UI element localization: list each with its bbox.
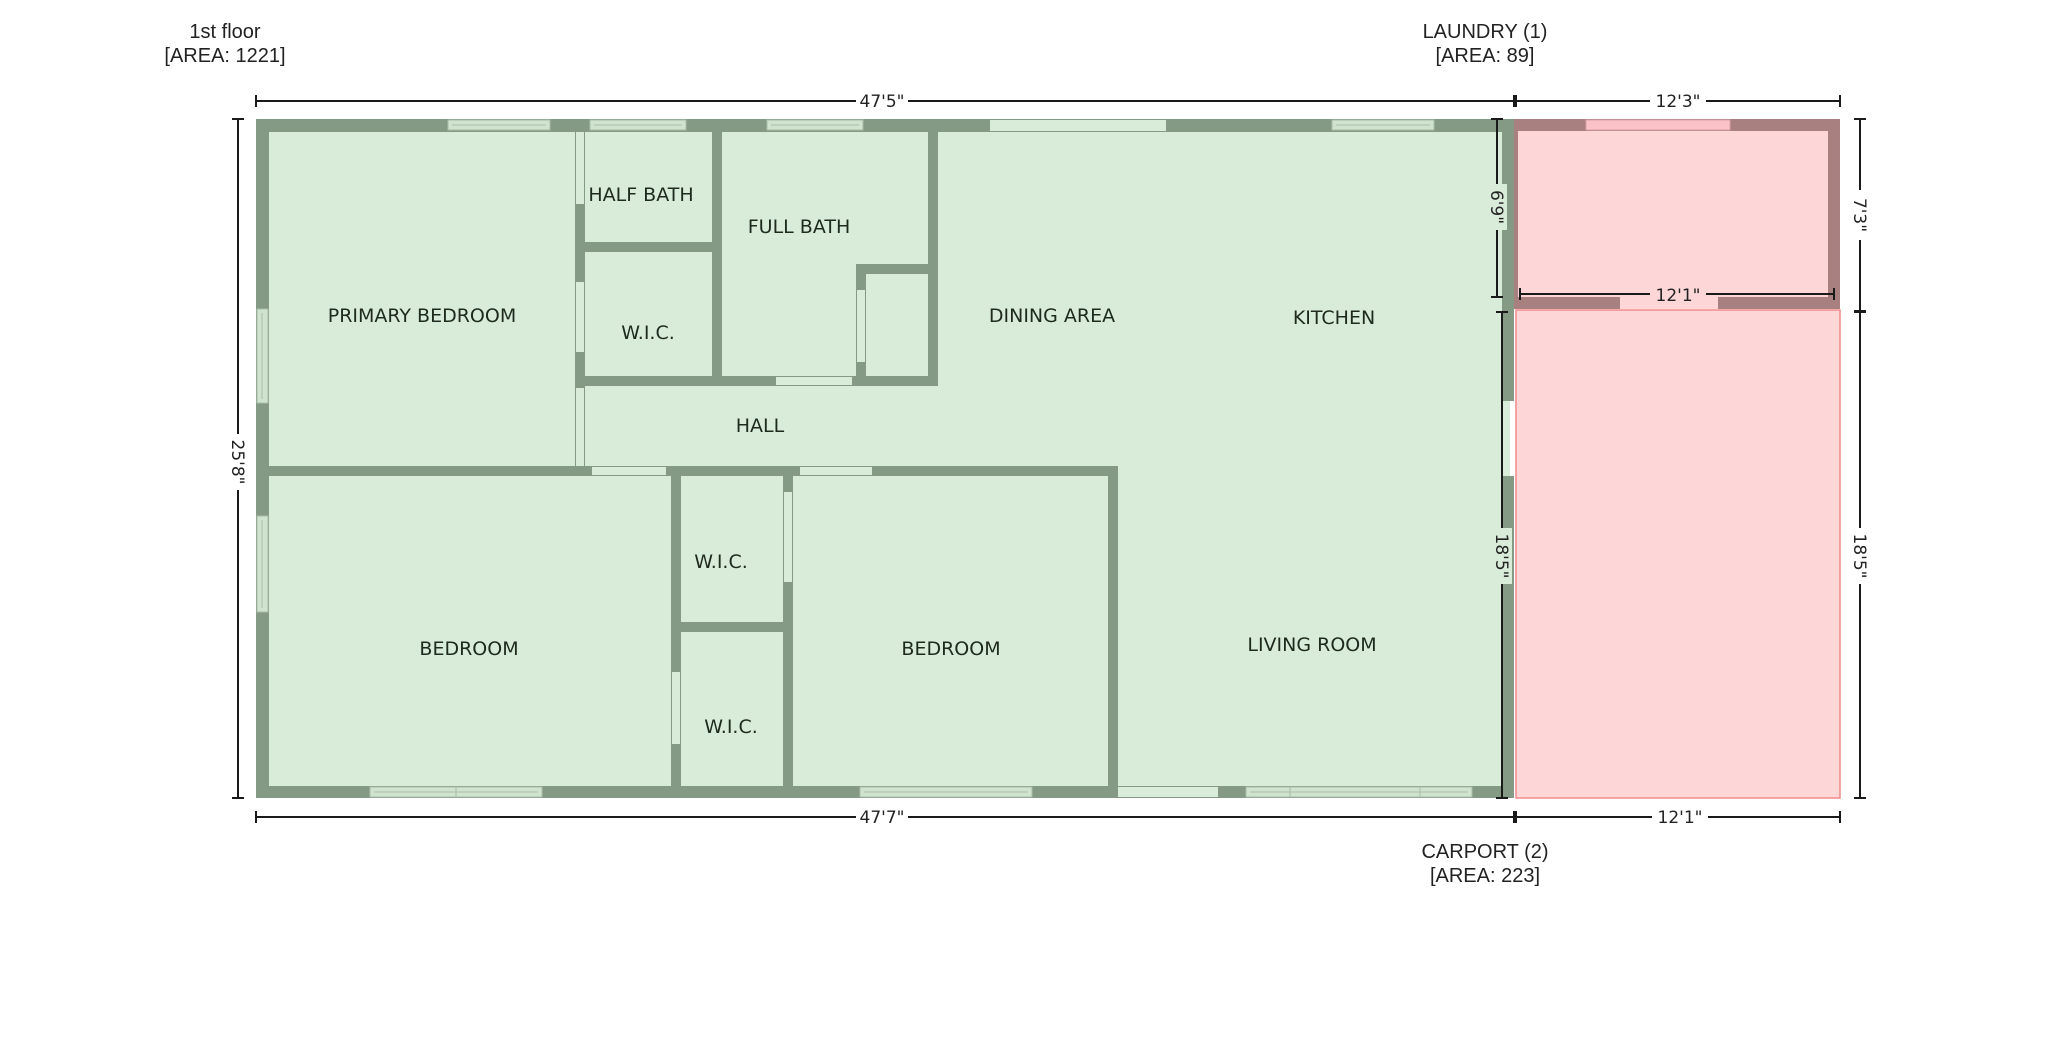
floor-area: [AREA: 1221] (164, 45, 286, 67)
dimension-text-bg (227, 90, 1871, 828)
room-full-bath: FULL BATH (748, 216, 851, 238)
laundry-label: LAUNDRY (1) [AREA: 89] (1405, 20, 1565, 68)
window-mullions (261, 124, 1468, 797)
dim-top-laundry: 12'3" (1656, 92, 1701, 112)
laundry-room (1512, 119, 1840, 309)
room-dining-area: DINING AREA (989, 305, 1115, 327)
room-bedroom-left: BEDROOM (419, 638, 518, 660)
carport-area (1515, 309, 1841, 799)
dim-top-main: 47'5" (860, 92, 905, 112)
main-floor-area (256, 119, 1510, 798)
floor-label: 1st floor [AREA: 1221] (150, 20, 300, 68)
door-gaps (576, 120, 1218, 797)
carport-area: [AREA: 223] (1429, 865, 1541, 887)
dim-laundry-carport-width: 12'1" (1656, 286, 1701, 306)
laundry-area: [AREA: 89] (1435, 45, 1535, 67)
dim-living-lower: 18'5" (1491, 534, 1511, 579)
dimension-text-bg-laundry (1650, 284, 1706, 304)
room-wic-upper: W.I.C. (694, 551, 748, 573)
laundry-window (1585, 119, 1731, 131)
dim-bottom-main: 47'7" (860, 808, 905, 828)
dimension-text-bg-floor (1487, 184, 1512, 584)
room-hall: HALL (736, 415, 785, 437)
dim-left-height: 25'8" (227, 440, 247, 485)
room-half-bath: HALF BATH (588, 184, 693, 206)
laundry-name: LAUNDRY (1) (1422, 21, 1548, 43)
room-bedroom-right: BEDROOM (901, 638, 1000, 660)
carport-label: CARPORT (2) [AREA: 223] (1405, 840, 1565, 888)
room-living-room: LIVING ROOM (1247, 634, 1376, 656)
dim-kitchen-upper: 6'9" (1486, 190, 1506, 224)
carport-name: CARPORT (2) (1421, 841, 1549, 863)
room-primary-bedroom: PRIMARY BEDROOM (328, 305, 516, 327)
room-kitchen: KITCHEN (1293, 307, 1375, 329)
room-wic-lower: W.I.C. (704, 716, 758, 738)
dim-carport-height: 18'5" (1849, 534, 1869, 579)
floor-name: 1st floor (189, 21, 261, 43)
dim-bottom-carport: 12'1" (1658, 808, 1703, 828)
dim-laundry-height: 7'3" (1849, 198, 1869, 232)
room-wic-primary: W.I.C. (621, 322, 675, 344)
